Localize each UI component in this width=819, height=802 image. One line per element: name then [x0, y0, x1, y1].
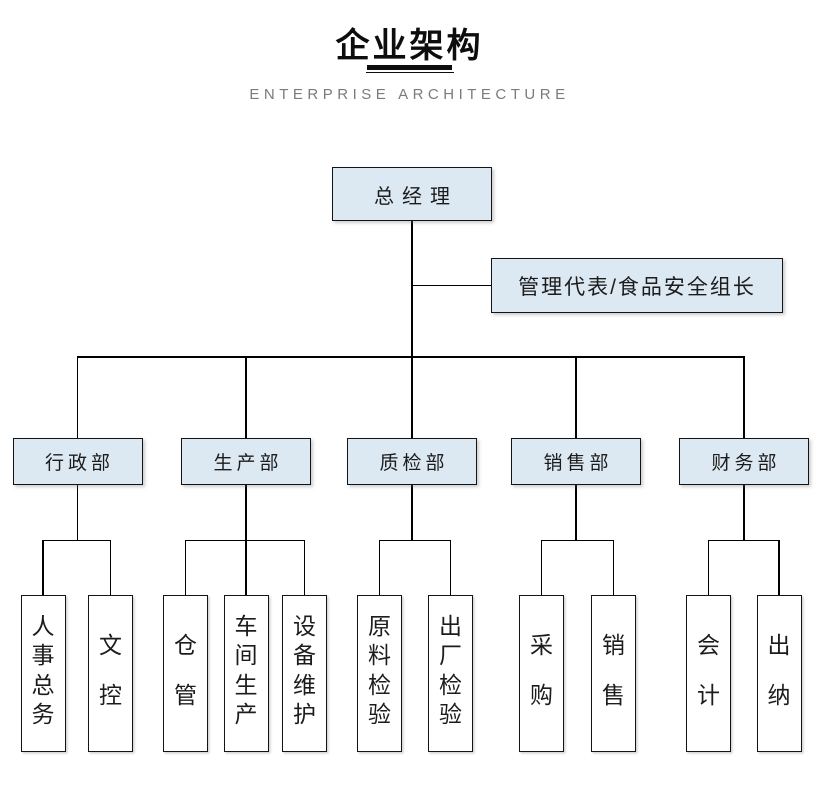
connector-line — [541, 539, 614, 541]
node-label: 出厂检验 — [439, 612, 462, 728]
underline-thick-bar — [367, 65, 452, 70]
connector-line — [411, 221, 413, 438]
node-label: 原料检验 — [368, 612, 391, 728]
node-label: 出纳 — [767, 632, 791, 708]
connector-line — [575, 484, 577, 541]
page-subtitle: ENTERPRISE ARCHITECTURE — [249, 86, 570, 103]
node-label: 设备维护 — [293, 612, 316, 728]
node-label: 销售 — [602, 632, 625, 708]
connector-line — [708, 539, 779, 541]
connector-line — [245, 484, 247, 541]
connector-line — [449, 540, 452, 595]
connector-line — [76, 357, 79, 438]
connector-line — [612, 540, 615, 595]
connector-line — [540, 540, 543, 595]
node-accounting: 会计 — [686, 595, 731, 752]
node-management-rep-food-safety-leader: 管理代表/食品安全组长 — [491, 258, 783, 313]
connector-line — [379, 539, 451, 541]
node-label: 人事总务 — [31, 612, 55, 728]
connector-line — [743, 357, 745, 438]
connector-line — [411, 484, 413, 541]
connector-line — [185, 539, 305, 541]
connector-line — [303, 540, 306, 595]
page-title: 企业架构 — [335, 27, 484, 65]
title-underline — [365, 65, 454, 73]
node-dept-admin: 行政部 — [12, 438, 143, 485]
node-warehouse: 仓管 — [163, 595, 208, 752]
underline-thin-bar — [365, 71, 454, 73]
node-label: 文控 — [99, 632, 122, 708]
node-general-manager: 总经理 — [332, 167, 492, 221]
connector-line — [245, 357, 247, 438]
node-raw-material-inspection: 原料检验 — [357, 595, 402, 752]
node-procurement: 采购 — [519, 595, 564, 752]
connector-line — [378, 540, 381, 595]
connector-line — [575, 357, 577, 438]
node-hr-general-affairs: 人事总务 — [20, 595, 66, 752]
node-workshop-production: 车间生产 — [223, 595, 269, 752]
connector-line — [43, 539, 111, 541]
connector-line — [743, 484, 745, 541]
connector-line — [42, 540, 44, 595]
connector-line — [76, 356, 745, 358]
connector-line — [184, 540, 187, 595]
node-outgoing-inspection: 出厂检验 — [428, 595, 473, 752]
node-dept-finance: 财务部 — [679, 438, 809, 485]
connector-line — [109, 540, 112, 595]
node-label: 会计 — [697, 632, 720, 708]
node-dept-quality: 质检部 — [347, 438, 477, 485]
node-label: 车间生产 — [234, 612, 258, 728]
connector-line — [245, 540, 247, 595]
connector-line — [778, 540, 780, 595]
connector-line — [412, 284, 491, 286]
node-equipment-maintenance: 设备维护 — [282, 595, 327, 752]
connector-line — [707, 540, 710, 595]
node-dept-sales: 销售部 — [511, 438, 641, 485]
node-document-control: 文控 — [88, 595, 133, 752]
node-label: 采购 — [530, 632, 553, 708]
node-cashier: 出纳 — [756, 595, 802, 752]
connector-line — [76, 484, 79, 541]
node-label: 仓管 — [174, 632, 197, 708]
node-sales: 销售 — [591, 595, 636, 752]
node-dept-production: 生产部 — [181, 438, 311, 485]
